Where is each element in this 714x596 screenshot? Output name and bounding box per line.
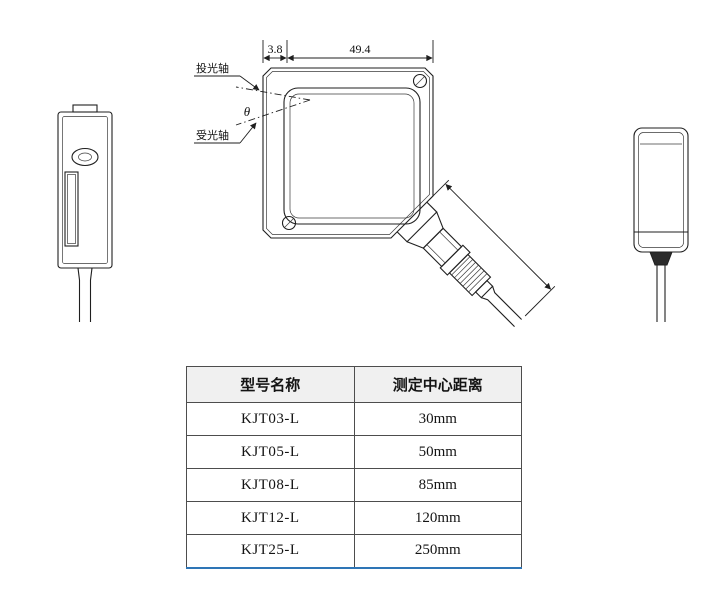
sensor-body-inner-line [266,71,430,235]
table-row: KJT08-L 85mm [186,468,522,502]
threaded-connector [448,253,492,297]
cable-dimension [429,179,556,317]
front-view: 3.8 49.4 θ 投光轴 受光轴 [194,40,556,327]
receiver-axis-line [235,99,311,126]
model-cell: KJT12-L [186,501,355,535]
table-row: KJT05-L 50mm [186,435,522,469]
connector-tip [474,279,494,299]
screw-bottom-left [281,215,297,231]
model-cell: KJT03-L [186,402,355,436]
sensor-body-inner-line [638,132,684,248]
neck-detail-line [439,231,459,251]
distance-cell: 30mm [353,402,522,436]
cable [77,267,93,322]
emitter-axis-line [235,86,311,101]
sensor-body-inner-line [62,116,108,264]
table-row: KJT03-L 30mm [186,402,522,436]
dim-arrow [445,184,499,238]
model-spec-table: 型号名称 测定中心距离 KJT03-L 30mm KJT05-L 50mm KJ… [186,366,522,569]
connector-ring [439,244,471,276]
lens-window-inner [67,174,76,244]
model-cell: KJT05-L [186,435,355,469]
cable-connector-assembly [396,179,556,327]
lens-face-inner [289,93,415,219]
mounting-hole-inner [78,152,92,162]
lens-window [64,171,79,247]
optical-axes: θ 投光轴 受光轴 [194,61,311,144]
mounting-hole [71,147,99,167]
distance-cell: 120mm [353,501,522,535]
screw-top-right [412,73,428,89]
lens-face [283,87,421,225]
model-cell: KJT08-L [186,468,355,502]
neck-detail-line [426,244,446,264]
leader-arrow [239,122,257,144]
table-row: KJT12-L 120mm [186,501,522,535]
extension-line [524,285,556,317]
receiver-axis-label: 受光轴 [196,128,229,142]
col-header-distance: 测定中心距离 [353,366,522,403]
table-row: KJT25-L 250mm [186,534,522,569]
table-header-row: 型号名称 测定中心距离 [186,366,522,403]
cable [656,265,666,322]
side-view-left [57,104,113,322]
sensor-body-outline [633,127,689,253]
top-tab [72,104,98,113]
dimension-top: 3.8 49.4 [262,40,434,63]
sensor-dimension-drawing: 3.8 49.4 θ 投光轴 受光轴 [57,40,689,327]
sensor-body-outline [57,111,113,269]
thread-hatch [451,256,488,293]
gland-neck [422,227,463,268]
side-view-right [633,127,689,322]
distance-cell: 85mm [353,468,522,502]
leader-arrow [239,75,260,91]
dim-arrow [497,236,552,290]
model-cell: KJT25-L [186,534,355,569]
emitter-axis-label: 投光轴 [196,61,229,75]
distance-cell: 50mm [353,435,522,469]
cable [481,286,522,327]
cable-connector [649,251,673,266]
dim-label-3-8: 3.8 [268,42,283,56]
dim-label-49-4: 49.4 [350,42,371,56]
angle-label: θ [244,104,251,119]
extension-line [429,179,450,200]
distance-cell: 250mm [353,534,522,569]
gland-plate [396,201,438,243]
gland-taper [406,211,444,249]
sensor-body-outline [262,67,434,239]
col-header-model: 型号名称 [186,366,355,403]
